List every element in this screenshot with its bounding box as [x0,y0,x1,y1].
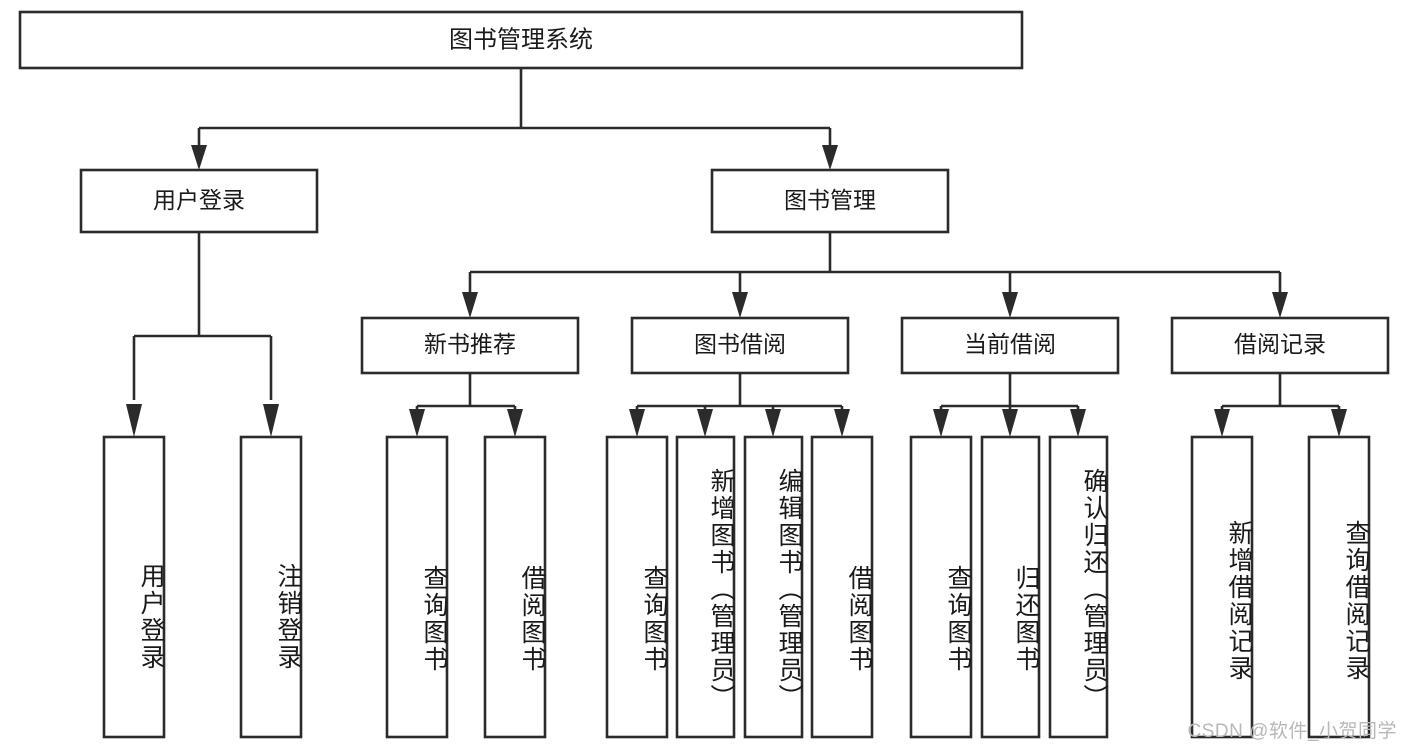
node-leaf-borrow-book-1-box[interactable] [483,435,547,739]
node-leaf-query-book-3-box[interactable] [909,435,973,739]
connector-group-new-book-recommend [409,373,523,437]
connector-group-user-login [126,232,279,437]
node-borrow-record-box[interactable] [1170,316,1390,375]
arrowhead-book-management [822,145,838,170]
node-leaf-return-book-box[interactable] [980,435,1041,739]
connector-group-book-management [462,232,1288,318]
node-leaf-edit-book-box[interactable] [743,435,804,739]
node-leaf-query-book-2-box[interactable] [605,435,669,739]
node-new-book-recommend-label: 新书推荐 [424,331,516,357]
node-book-management-label: 图书管理 [784,187,876,213]
node-root-label: 图书管理系统 [449,26,593,53]
arrowhead-leaf-add-record [1214,409,1230,437]
node-book-borrow-box[interactable] [630,316,850,375]
node-leaf-query-book-1-box[interactable] [385,435,449,739]
csdn-watermark: CSDN @软件_小贺同学 [1187,721,1397,742]
node-root-box[interactable] [18,10,1024,70]
arrowhead-leaf-query-book-1 [409,409,425,437]
node-leaf-logout-login-box[interactable] [239,435,303,739]
arrowhead-leaf-return-book [1002,409,1018,437]
arrowhead-leaf-edit-book [765,409,781,437]
node-leaf-borrow-book-2-box[interactable] [810,435,874,739]
node-current-borrow-box[interactable] [900,316,1120,375]
arrowhead-user-login [191,145,207,170]
arrowhead-leaf-borrow-book-2 [834,409,850,437]
node-leaf-user-login-box[interactable] [102,435,166,739]
arrowhead-leaf-user-login [126,404,142,437]
arrowhead-borrow-record [1272,292,1288,318]
connector-group-book-borrow [629,373,850,437]
arrowhead-leaf-query-book-2 [629,409,645,437]
arrowhead-leaf-logout-login [263,404,279,437]
node-book-borrow-label: 图书借阅 [694,331,786,357]
node-book-management-box[interactable] [710,168,950,234]
node-leaf-add-record-box[interactable] [1190,435,1254,739]
arrowhead-leaf-query-book-3 [933,409,949,437]
connector-group-borrow-record [1214,373,1347,437]
node-new-book-recommend-box[interactable] [360,316,580,375]
arrowhead-book-borrow [732,292,748,318]
arrowhead-leaf-borrow-book-1 [507,409,523,437]
node-borrow-record-label: 借阅记录 [1234,331,1326,357]
connector-group-root [191,68,838,170]
arrowhead-current-borrow [1002,292,1018,318]
node-leaf-add-book-box[interactable] [675,435,736,739]
arrowhead-leaf-query-record [1331,409,1347,437]
arrowhead-new-book-recommend [462,292,478,318]
arrowhead-leaf-confirm-return [1070,409,1086,437]
node-current-borrow-label: 当前借阅 [964,331,1056,357]
node-leaf-query-record-box[interactable] [1307,435,1371,739]
node-user-login-box[interactable] [79,168,319,234]
node-user-login-label: 用户登录 [153,187,245,213]
node-leaf-confirm-return-box[interactable] [1048,435,1109,739]
arrowhead-leaf-add-book [697,409,713,437]
connector-group-current-borrow [933,373,1086,437]
